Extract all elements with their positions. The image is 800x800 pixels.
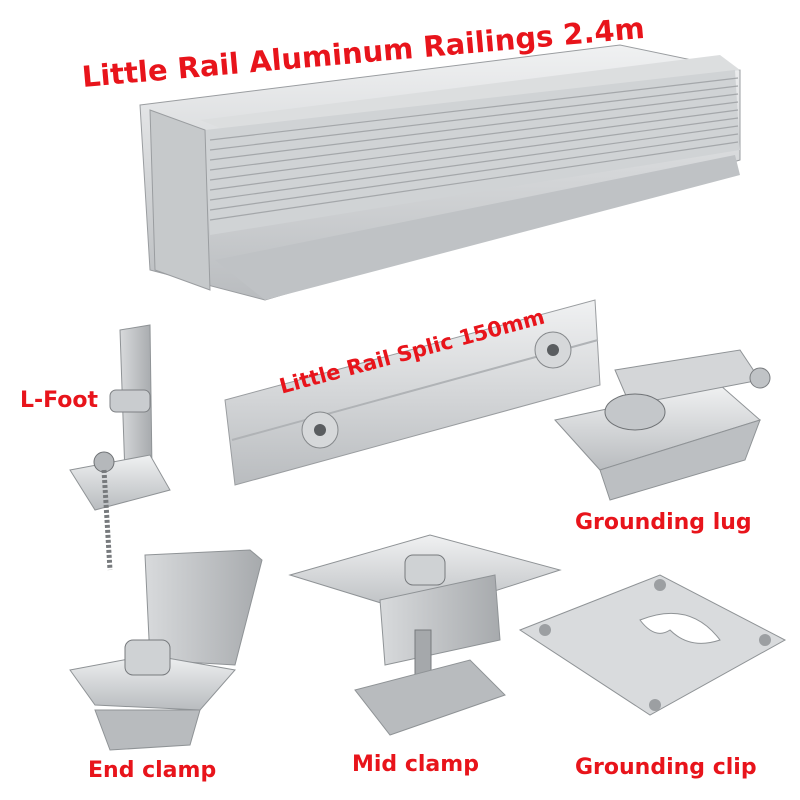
grounding-clip bbox=[518, 574, 787, 716]
grounding-lug bbox=[554, 349, 771, 501]
mid-clamp bbox=[288, 534, 562, 736]
rail-splice bbox=[224, 299, 601, 486]
l-foot-label: L-Foot bbox=[20, 388, 99, 413]
aluminum-rail bbox=[139, 44, 741, 301]
grounding-clip-label: Grounding clip bbox=[575, 755, 757, 780]
l-foot bbox=[69, 324, 171, 571]
grounding-lug-label: Grounding lug bbox=[575, 510, 752, 535]
end-clamp bbox=[69, 549, 263, 751]
end-clamp-label: End clamp bbox=[88, 758, 217, 783]
mid-clamp-label: Mid clamp bbox=[352, 752, 479, 777]
